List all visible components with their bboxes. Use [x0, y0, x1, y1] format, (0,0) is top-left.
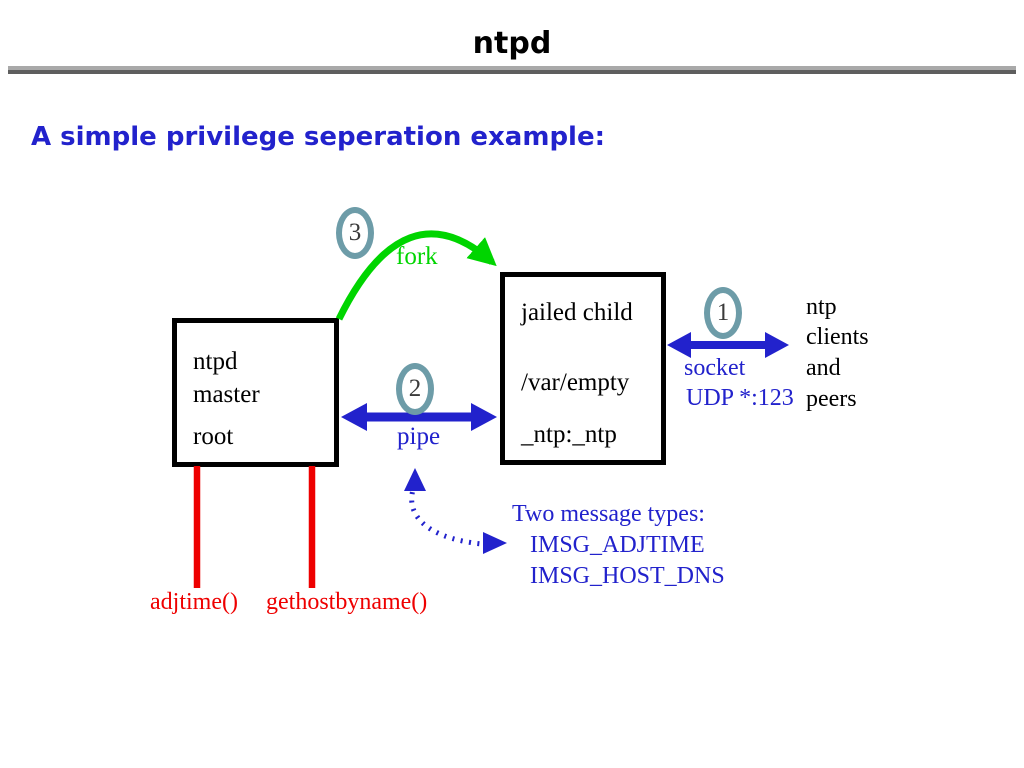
pipe-arrow — [341, 403, 497, 431]
step-badge-2: 2 — [396, 363, 434, 415]
slide-subtitle: A simple privilege seperation example: — [31, 122, 605, 152]
clients-label-line1: ntp — [806, 294, 837, 320]
step-badge-3: 3 — [336, 207, 374, 259]
clients-label-line3: and — [806, 355, 841, 381]
message-types-heading: Two message types: — [512, 501, 705, 527]
fork-label: fork — [396, 243, 438, 270]
socket-arrow — [667, 332, 789, 358]
divider-light-line — [8, 66, 1016, 70]
jailed-child-box — [500, 272, 666, 465]
message-types-arrow — [404, 468, 507, 554]
child-box-label-var-empty: /var/empty — [521, 369, 630, 396]
divider-dark-line — [8, 70, 1016, 74]
udp-port-label: UDP *:123 — [686, 385, 794, 411]
pipe-label: pipe — [397, 423, 441, 450]
clients-label-line4: peers — [806, 386, 857, 412]
message-type-imsg-adjtime: IMSG_ADJTIME — [530, 532, 705, 558]
clients-label-line2: clients — [806, 324, 869, 350]
page-title: ntpd — [472, 26, 552, 61]
title-divider — [8, 66, 1016, 74]
ntpd-master-box — [172, 318, 339, 467]
master-box-label-ntpd: ntpd — [193, 348, 238, 375]
message-type-imsg-host-dns: IMSG_HOST_DNS — [530, 563, 725, 589]
adjtime-label: adjtime() — [150, 589, 238, 615]
master-box-label-root: root — [193, 423, 234, 450]
gethostbyname-label: gethostbyname() — [266, 589, 428, 615]
socket-label: socket — [684, 355, 746, 381]
child-box-label-ntp-user: _ntp:_ntp — [521, 421, 617, 448]
child-box-label-jailed-child: jailed child — [521, 299, 633, 326]
master-box-label-master: master — [193, 381, 260, 408]
step-badge-1: 1 — [704, 287, 742, 339]
fork-arrow — [335, 230, 497, 321]
